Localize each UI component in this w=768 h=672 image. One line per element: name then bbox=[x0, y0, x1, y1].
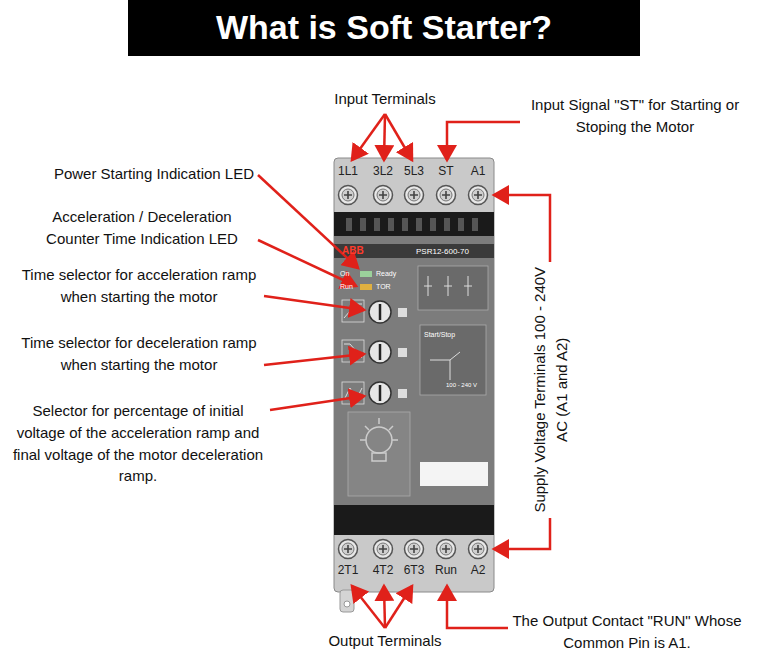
leader-lines bbox=[258, 114, 550, 628]
led-label: Run bbox=[340, 282, 353, 292]
callout-label: Input Signal "ST" for Starting or Stopin… bbox=[522, 94, 748, 138]
terminal-name: 6T3 bbox=[394, 563, 434, 577]
callout-label: Output Terminals bbox=[310, 630, 460, 652]
title: What is Soft Starter? bbox=[128, 5, 640, 49]
callout-label: The Output Contact "RUN" Whose Common Pi… bbox=[512, 610, 742, 654]
callout-label: Power Starting Indication LED bbox=[10, 163, 254, 185]
led-label: On bbox=[340, 269, 349, 279]
terminal-name: 4T2 bbox=[363, 563, 403, 577]
callout-label: Input Terminals bbox=[310, 88, 460, 110]
terminal-name: A2 bbox=[458, 563, 498, 577]
callout-label: Acceleration / Deceleration Counter Time… bbox=[30, 206, 254, 250]
led-label: TOR bbox=[376, 282, 391, 292]
terminal-name: 2T1 bbox=[328, 563, 368, 577]
panel-label: 100 - 240 V bbox=[446, 380, 477, 390]
led-label: Ready bbox=[376, 269, 396, 279]
terminal-name: 1L1 bbox=[328, 164, 368, 178]
terminal-name: 5L3 bbox=[394, 164, 434, 178]
panel-label: Start/Stop bbox=[424, 330, 455, 340]
device-body bbox=[334, 158, 494, 612]
callout-label: Supply Voltage Terminals 100 - 240V AC (… bbox=[529, 265, 573, 515]
terminal-name: 3L2 bbox=[363, 164, 403, 178]
terminal-name: Run bbox=[426, 563, 466, 577]
callout-label: Time selector for deceleration ramp when… bbox=[18, 332, 260, 376]
terminal-name: ST bbox=[426, 164, 466, 178]
callout-label: Selector for percentage of initial volta… bbox=[10, 400, 266, 487]
title-band bbox=[128, 0, 640, 56]
model-number: PSR12-600-70 bbox=[416, 247, 469, 257]
callout-label: Time selector for acceleration ramp when… bbox=[18, 264, 260, 308]
terminal-name: A1 bbox=[458, 164, 498, 178]
brand-logo: ABB bbox=[342, 246, 364, 256]
